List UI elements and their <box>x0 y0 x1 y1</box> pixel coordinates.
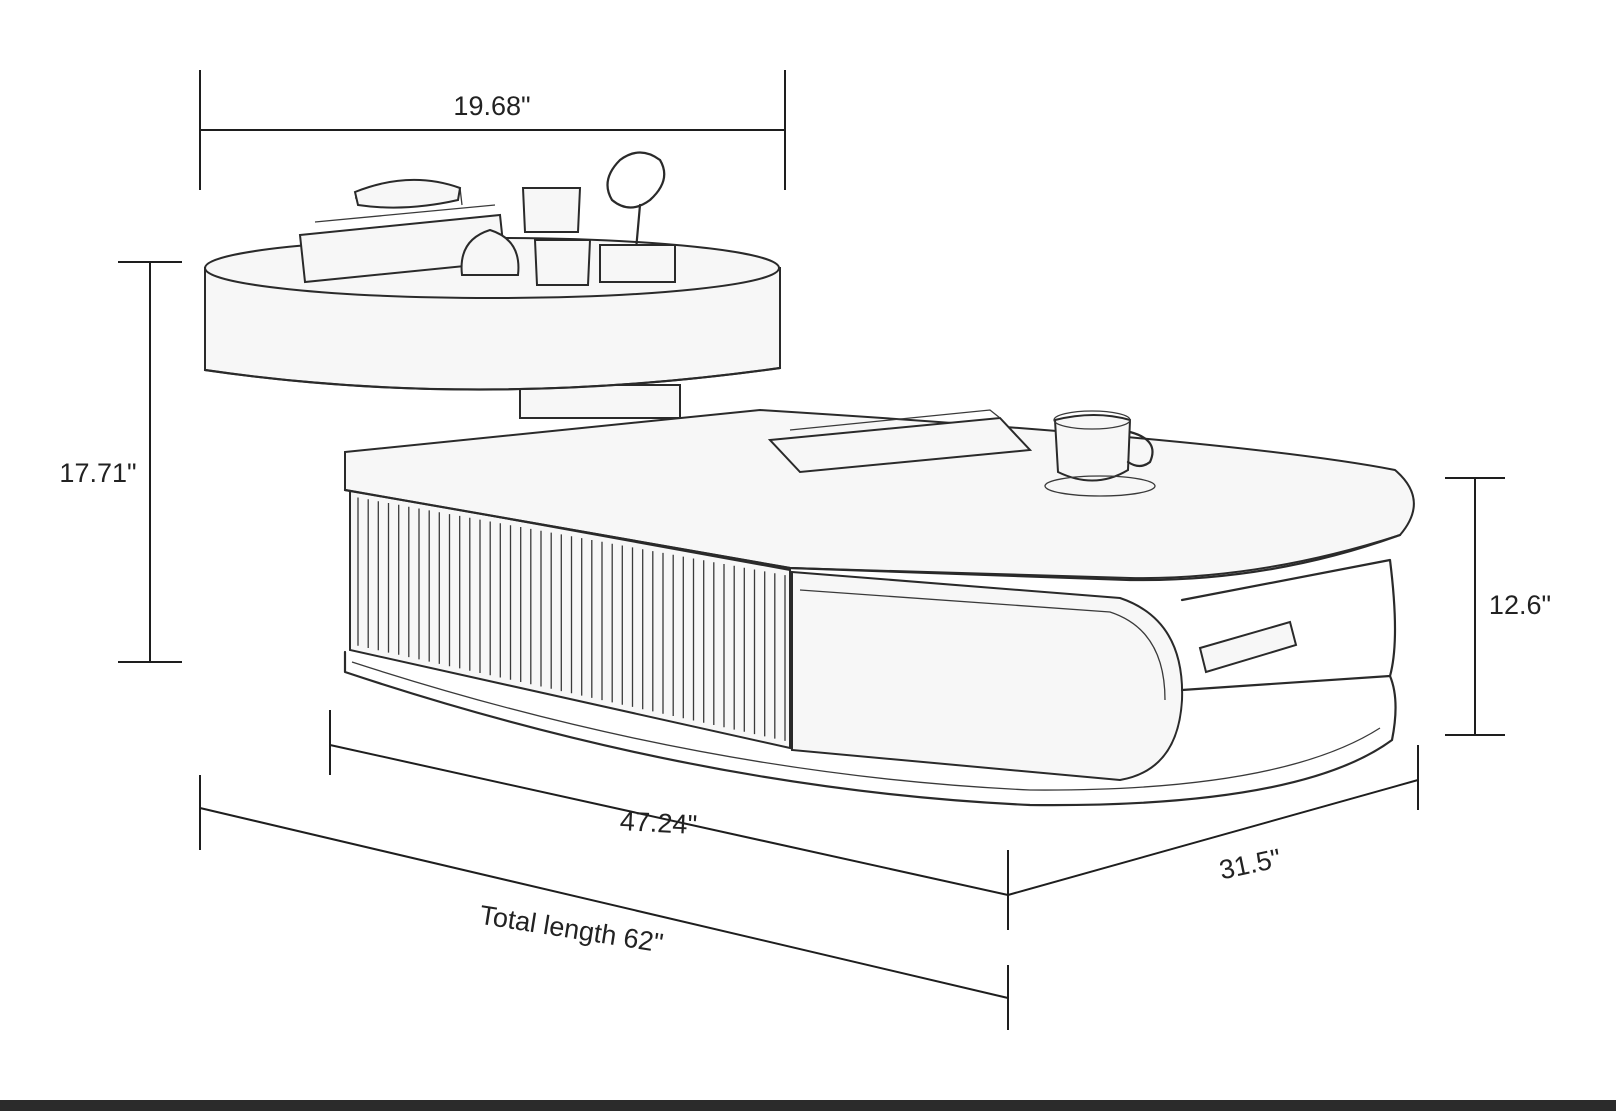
dim-total-length-label: Total length 62" <box>478 900 666 959</box>
dim-total-height-label: 17.71" <box>59 458 136 488</box>
cup-rim <box>1053 410 1131 430</box>
base-plinth-inner <box>351 661 1381 791</box>
dim-depth-label: 31.5" <box>1217 843 1284 885</box>
dim-base-height: 12.6" <box>1445 477 1560 736</box>
small-box <box>599 244 676 283</box>
candle-glass <box>521 187 582 233</box>
cup-handle <box>1126 430 1154 468</box>
vase <box>460 228 520 276</box>
dim-total-length: Total length 62" <box>199 775 1009 1030</box>
fluted-cabinet-ribs <box>357 497 786 741</box>
jar <box>533 239 592 286</box>
dim-top-width-label: 19.68" <box>453 91 530 121</box>
cup <box>1053 414 1132 482</box>
dim-body-length: 47.24" <box>329 710 1009 896</box>
table-top-edge <box>343 488 1402 582</box>
tray-decor <box>353 178 462 209</box>
round-top-lower-edge <box>203 366 782 391</box>
dim-body-length-label: 47.24" <box>619 806 698 840</box>
dim-base-height-label: 12.6" <box>1489 590 1551 620</box>
swivel-stem <box>519 384 681 419</box>
drawer-front <box>791 570 1184 782</box>
open-shelf <box>1180 558 1397 692</box>
open-shelf-book <box>1198 620 1298 674</box>
dim-top-width: 19.68" <box>199 70 786 190</box>
footer-bar <box>0 1100 1616 1111</box>
base-plinth <box>343 650 1397 807</box>
book-stack-main-top-2 <box>789 409 1001 431</box>
book-stack-main-top <box>767 416 1033 474</box>
drawer-front-shade <box>799 589 1166 701</box>
coffee-table-illustration <box>203 151 1415 807</box>
pampas-decor <box>606 151 666 252</box>
saucer <box>1044 475 1156 497</box>
dim-total-height: 17.71" <box>50 261 182 663</box>
